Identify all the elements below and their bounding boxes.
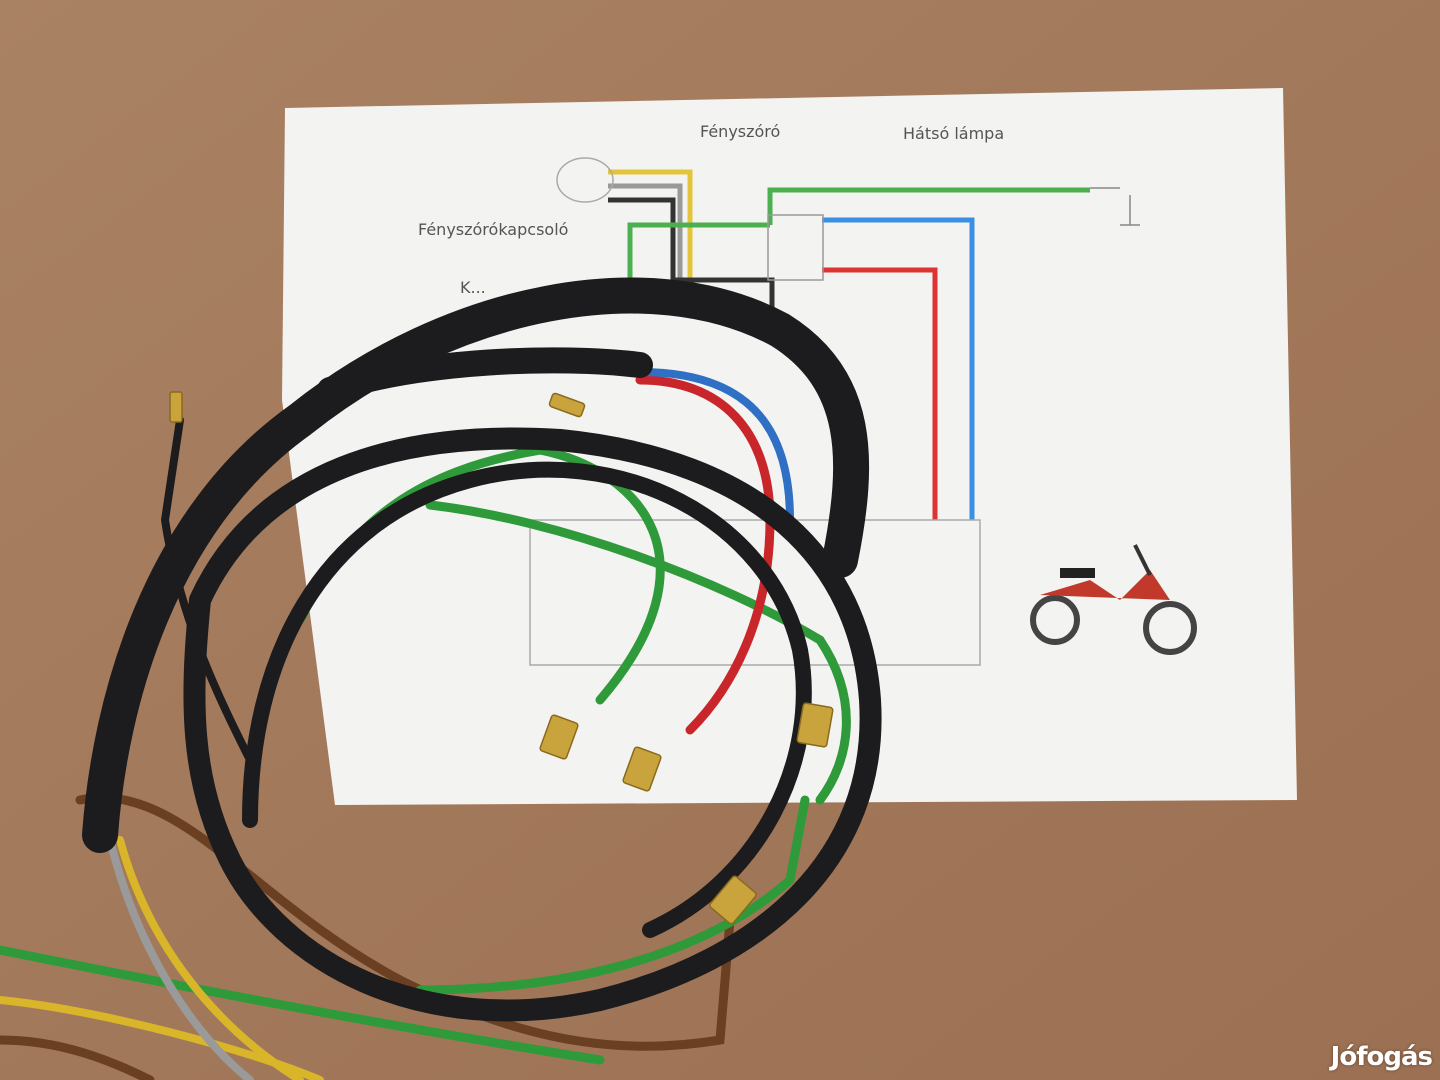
taillight-label: Hátsó lámpa: [903, 124, 1005, 143]
headlight-label: Fényszóró: [700, 122, 781, 141]
black-sheathed-cable: [82, 277, 882, 1022]
jofogas-watermark: Jófogás: [1330, 1042, 1433, 1072]
schematic-diagram: [529, 157, 1140, 666]
paper-sheet: [282, 88, 1297, 805]
partial-hidden-label: K...: [460, 278, 486, 297]
spade-terminals: [169, 391, 834, 925]
moped-illustration: [1030, 544, 1197, 655]
light-switch-label: Fényszórókapcsoló: [418, 220, 569, 239]
